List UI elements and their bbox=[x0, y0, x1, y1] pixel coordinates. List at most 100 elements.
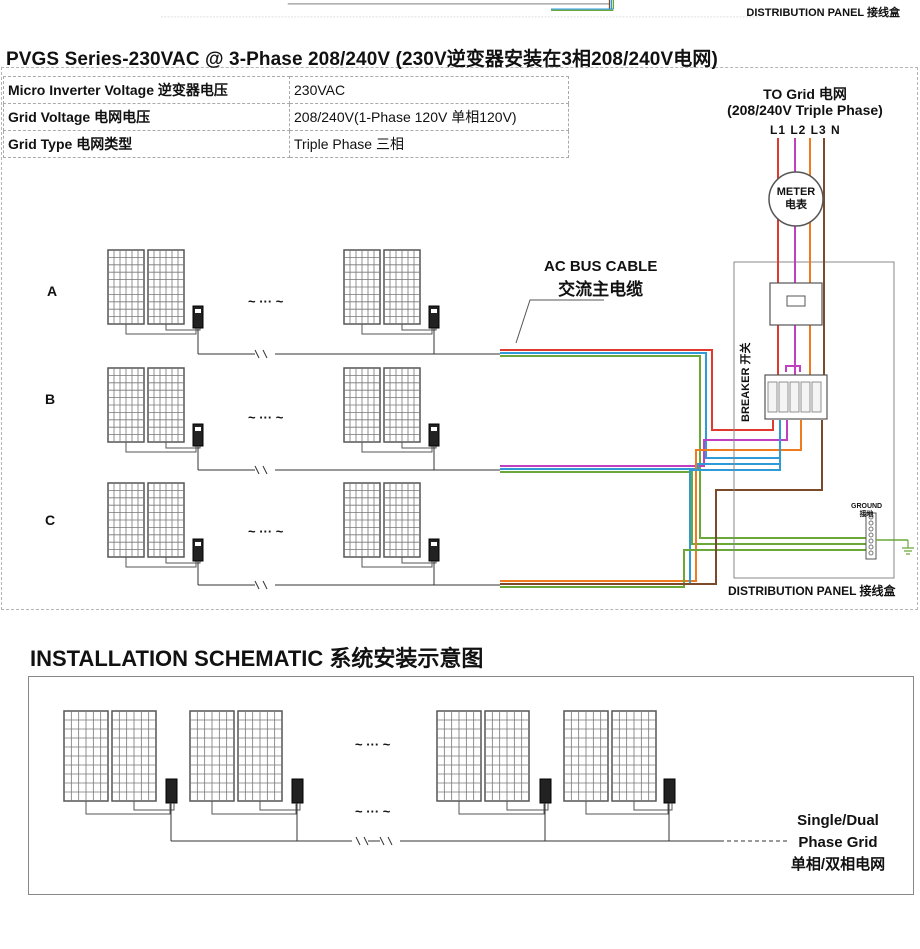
panel-cable bbox=[361, 557, 433, 568]
panel-cable bbox=[506, 801, 549, 811]
row-label-a: A bbox=[47, 283, 58, 299]
ground-label: GROUND 接地 bbox=[851, 503, 882, 519]
panel-cable bbox=[401, 442, 437, 449]
row-label-c: C bbox=[45, 512, 56, 528]
row-label-b: B bbox=[45, 391, 56, 407]
ground-screw bbox=[868, 538, 874, 544]
ac-bus-cable-label: AC BUS CABLE 交流主电缆 bbox=[544, 258, 657, 300]
meter-zh: 电表 bbox=[785, 199, 807, 211]
panel-cable bbox=[401, 324, 437, 331]
phase-wire bbox=[500, 549, 868, 588]
panel-cable bbox=[125, 557, 197, 568]
distribution-panel-box bbox=[733, 261, 895, 579]
ellipsis: ~ ··· ~ bbox=[248, 524, 284, 539]
micro-inverter bbox=[165, 778, 178, 804]
solar-panel bbox=[237, 710, 283, 802]
solar-panel bbox=[484, 710, 530, 802]
ground-screw bbox=[868, 520, 874, 526]
neutral-wire bbox=[500, 420, 823, 585]
top-distribution-panel-label: DISTRIBUTION PANEL 接线盒 bbox=[746, 7, 900, 19]
solar-panel bbox=[63, 710, 109, 802]
ground-screw bbox=[868, 544, 874, 550]
ac-bus-cable-en: AC BUS CABLE bbox=[544, 258, 658, 275]
grid-title: TO Grid 电网 (208/240V Triple Phase) bbox=[700, 86, 910, 118]
panel-cable bbox=[133, 801, 175, 811]
meter-circle bbox=[768, 171, 824, 227]
panel-cable bbox=[633, 801, 673, 811]
panel-cable bbox=[458, 801, 545, 815]
panel-cable bbox=[165, 557, 201, 564]
breaker-pole bbox=[800, 381, 811, 413]
solar-panel bbox=[611, 710, 657, 802]
breaker-pole bbox=[789, 381, 800, 413]
panel-cable bbox=[401, 557, 437, 564]
ellipsis: ~ ··· ~ bbox=[355, 804, 391, 819]
spec-table: Micro Inverter Voltage 逆变器电压 230VAC Grid… bbox=[3, 76, 569, 158]
ground-screw bbox=[868, 550, 874, 556]
top-strip-wiring bbox=[161, 0, 759, 18]
ac-bus-cable-zh: 交流主电缆 bbox=[558, 280, 644, 299]
panel-cable bbox=[585, 801, 669, 815]
meter-en: METER bbox=[776, 186, 816, 198]
solar-panel bbox=[107, 482, 145, 558]
spec-key: Micro Inverter Voltage 逆变器电压 bbox=[3, 76, 290, 104]
breaker-pole bbox=[811, 381, 822, 413]
spec-key: Grid Type 电网类型 bbox=[3, 130, 290, 158]
spec-row: Grid Type 电网类型 Triple Phase 三相 bbox=[3, 130, 569, 158]
breaker-pole bbox=[767, 381, 778, 413]
phase-wire bbox=[500, 355, 868, 539]
ground-terminal bbox=[865, 512, 877, 560]
solar-panel bbox=[189, 710, 235, 802]
ground-zh: 接地 bbox=[859, 511, 874, 518]
solar-panel bbox=[436, 710, 482, 802]
meter-label: METER 电表 bbox=[768, 186, 824, 212]
spec-value: Triple Phase 三相 bbox=[289, 130, 569, 158]
cable-break-mark bbox=[355, 836, 393, 846]
panel-cable bbox=[165, 324, 201, 331]
grid-title-line1: TO Grid 电网 bbox=[763, 86, 847, 102]
ellipsis: ~ ··· ~ bbox=[355, 737, 391, 752]
distribution-panel-label: DISTRIBUTION PANEL 接线盒 bbox=[728, 584, 896, 598]
main-switch-window bbox=[786, 295, 806, 307]
breaker-jumper bbox=[785, 365, 801, 372]
panel-cable bbox=[165, 442, 201, 449]
panel-cable bbox=[125, 442, 197, 453]
panel-cable bbox=[125, 324, 197, 335]
inverter-port bbox=[431, 309, 437, 313]
cable-break-mark bbox=[254, 349, 268, 359]
inverter-port bbox=[431, 542, 437, 546]
solar-panel bbox=[147, 249, 185, 325]
inverter-port bbox=[195, 309, 201, 313]
micro-inverter bbox=[539, 778, 552, 804]
section-title: PVGS Series-230VAC @ 3-Phase 208/240V (2… bbox=[6, 49, 718, 70]
solar-panel bbox=[107, 249, 145, 325]
panel-cable bbox=[361, 324, 433, 335]
grid-lines-label: L1 L2 L3 N bbox=[770, 123, 841, 137]
ground-screw bbox=[868, 532, 874, 538]
solar-panel bbox=[343, 249, 381, 325]
ellipsis: ~ ··· ~ bbox=[248, 294, 284, 309]
micro-inverter bbox=[663, 778, 676, 804]
solar-panel bbox=[147, 367, 185, 443]
panel-cable bbox=[211, 801, 297, 815]
phase-wire bbox=[500, 420, 802, 582]
grid-title-line2: (208/240V Triple Phase) bbox=[727, 102, 883, 118]
install-grid-line1: Single/Dual bbox=[797, 812, 879, 829]
bus-label-pointer bbox=[515, 299, 604, 344]
ellipsis: ~ ··· ~ bbox=[248, 410, 284, 425]
install-title: INSTALLATION SCHEMATIC 系统安装示意图 bbox=[30, 646, 484, 671]
solar-panel bbox=[383, 249, 421, 325]
solar-panel bbox=[107, 367, 145, 443]
install-frame bbox=[28, 676, 914, 895]
install-grid-line3: 单相/双相电网 bbox=[790, 856, 886, 873]
cable-break-mark bbox=[254, 580, 268, 590]
solar-panel bbox=[343, 482, 381, 558]
micro-inverter bbox=[291, 778, 304, 804]
ground-symbol bbox=[902, 540, 914, 555]
spec-row: Micro Inverter Voltage 逆变器电压 230VAC bbox=[3, 76, 569, 104]
install-grid-label: Single/Dual Phase Grid 单相/双相电网 bbox=[778, 810, 898, 876]
solar-panel bbox=[343, 367, 381, 443]
inverter-port bbox=[431, 427, 437, 431]
phase-wire bbox=[500, 349, 774, 431]
